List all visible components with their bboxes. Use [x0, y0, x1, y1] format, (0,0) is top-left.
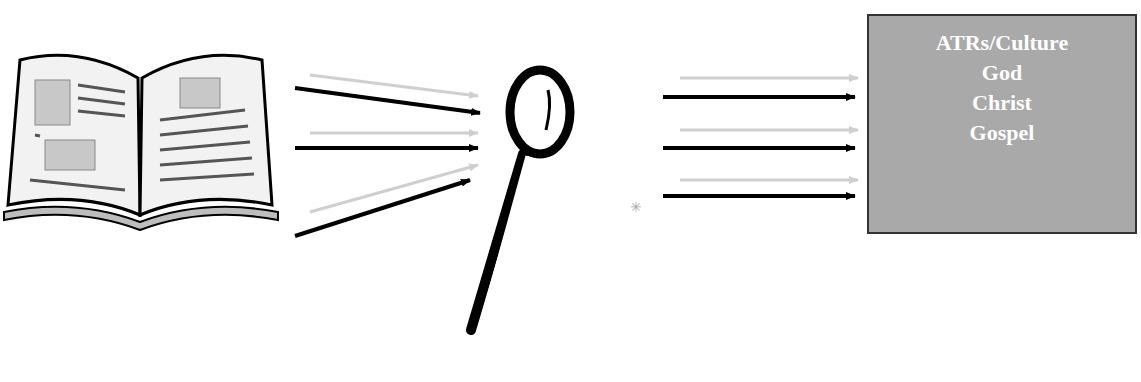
- concept-label: God: [879, 58, 1125, 88]
- concept-label: Gospel: [879, 118, 1125, 148]
- magnifying-glass: [471, 70, 570, 330]
- grey-arrows: [310, 75, 858, 212]
- speck: ✳: [630, 200, 642, 215]
- black-arrows: [295, 88, 855, 236]
- open-book: [4, 55, 278, 230]
- concept-box: ATRs/CultureGodChristGospel: [867, 14, 1137, 234]
- concept-label: Christ: [879, 88, 1125, 118]
- concept-label: ATRs/Culture: [879, 28, 1125, 58]
